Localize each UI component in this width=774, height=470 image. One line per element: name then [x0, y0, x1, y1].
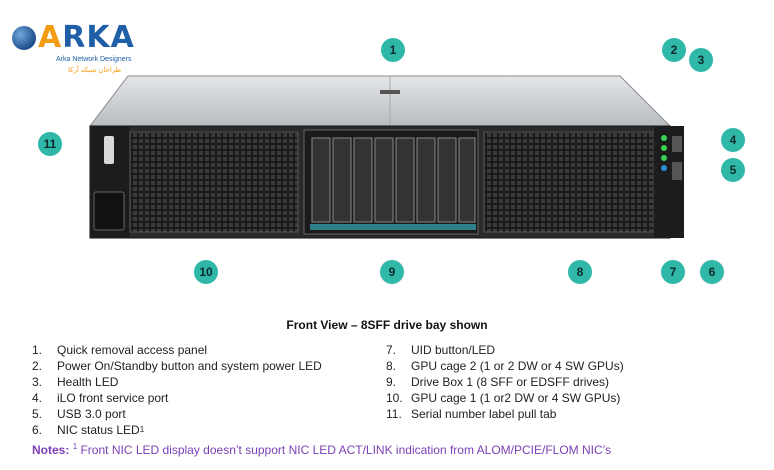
- drive-box-led-strip: [310, 224, 476, 230]
- gpu-cage-2: [483, 131, 655, 233]
- legend-right: 7.UID button/LED 8.GPU cage 2 (1 or 2 DW…: [386, 342, 624, 422]
- globe-icon: [12, 26, 36, 50]
- notes-label: Notes:: [32, 443, 70, 457]
- gpu-cage-1: [129, 131, 299, 233]
- logo-wordmark: ARKA: [38, 20, 135, 55]
- server-front-view-illustration: [60, 60, 700, 310]
- callout-4: 4: [721, 128, 745, 152]
- server-svg: [88, 75, 684, 239]
- top-access-panel: [88, 75, 672, 127]
- logo-tagline-fa: طراحان شبکه آرکا: [68, 67, 122, 74]
- power-led: [661, 135, 667, 141]
- serial-pull-tab: [104, 136, 114, 164]
- legend-item: 3.Health LED: [32, 375, 119, 389]
- ilo-port: [672, 136, 682, 152]
- uid-led: [661, 165, 667, 171]
- callout-5: 5: [721, 158, 745, 182]
- notes-footnote-mark: 1: [72, 442, 78, 451]
- callout-3: 3: [689, 48, 713, 72]
- callout-11: 11: [38, 132, 62, 156]
- health-led: [661, 145, 667, 151]
- legend-item: 9.Drive Box 1 (8 SFF or EDSFF drives): [386, 375, 610, 389]
- callout-8: 8: [568, 260, 592, 284]
- drive-bays: [311, 137, 476, 223]
- legend-item: 5.USB 3.0 port: [32, 407, 126, 421]
- legend-item: 10.GPU cage 1 (1 or2 DW or 4 SW GPUs): [386, 391, 621, 405]
- callout-6: 6: [700, 260, 724, 284]
- power-module: [93, 191, 125, 231]
- legend-item: 2.Power On/Standby button and system pow…: [32, 359, 322, 373]
- callout-9: 9: [380, 260, 404, 284]
- legend-item: 1.Quick removal access panel: [32, 343, 208, 357]
- callout-10: 10: [194, 260, 218, 284]
- callout-7: 7: [661, 260, 685, 284]
- callout-2: 2: [662, 38, 686, 62]
- legend-left: 1.Quick removal access panel 2.Power On/…: [32, 342, 322, 438]
- arka-logo: ARKA Arka Network Designers طراحان شبکه …: [12, 20, 152, 74]
- logo-tagline: Arka Network Designers: [56, 56, 132, 63]
- lid-latch: [380, 90, 400, 94]
- legend-item: 11.Serial number label pull tab: [386, 407, 557, 421]
- nic-led: [661, 155, 667, 161]
- legend-item: 7.UID button/LED: [386, 343, 496, 357]
- notes: Notes: 1 Front NIC LED display doesn’t s…: [32, 442, 611, 457]
- legend-item: 8.GPU cage 2 (1 or 2 DW or 4 SW GPUs): [386, 359, 624, 373]
- figure-caption: Front View – 8SFF drive bay shown: [286, 318, 488, 332]
- callout-1: 1: [381, 38, 405, 62]
- notes-text: Front NIC LED display doesn’t support NI…: [77, 443, 612, 457]
- usb-port: [672, 162, 682, 180]
- legend-item: 4.iLO front service port: [32, 391, 169, 405]
